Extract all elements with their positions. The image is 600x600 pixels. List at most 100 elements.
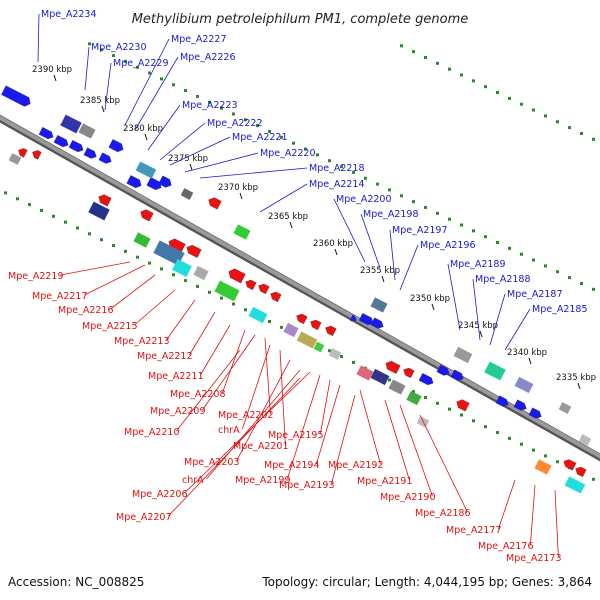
reverse-gene-label: Mpe_A2191 <box>357 476 413 487</box>
reverse-leader-line <box>206 369 301 480</box>
reverse-gene-label: Mpe_A2195 <box>268 430 324 441</box>
gene-arrow <box>53 135 69 148</box>
track-dot <box>112 54 115 58</box>
forward-gene-label: Mpe_A2187 <box>507 289 563 300</box>
track-dot <box>424 205 427 209</box>
gene-arrow <box>158 175 172 188</box>
track-dot <box>544 264 547 268</box>
gene-block <box>534 459 552 475</box>
reverse-leader-line <box>316 384 341 465</box>
track-dot <box>4 191 7 195</box>
track-dot <box>352 170 355 174</box>
track-dot <box>388 188 391 192</box>
forward-gene-label: Mpe_A2197 <box>392 225 448 236</box>
tick-mark <box>479 330 483 338</box>
gene-block <box>313 341 325 353</box>
gene-block <box>328 348 342 360</box>
track-dot <box>280 325 283 329</box>
gene-arrow <box>270 291 282 303</box>
reverse-gene-label: Mpe_A2215 <box>82 321 138 332</box>
track-dot <box>364 176 367 180</box>
track-dot <box>136 255 139 259</box>
gene-arrow <box>83 147 97 159</box>
reverse-leader-line <box>202 334 256 411</box>
track-dot <box>412 200 415 204</box>
gene-arrow <box>495 395 509 407</box>
feature-track-dots <box>4 42 595 481</box>
tick-mark <box>334 248 338 256</box>
gene-arrow <box>325 325 337 337</box>
tick-mark <box>189 163 193 171</box>
reverse-gene-label: chrA <box>182 475 204 486</box>
track-dot <box>388 378 391 382</box>
track-dot <box>304 147 307 151</box>
reverse-gene-label: Mpe_A2213 <box>114 336 170 347</box>
track-dot <box>496 241 499 245</box>
tick-mark <box>528 357 532 365</box>
track-dot <box>100 238 103 242</box>
reverse-leader-line <box>554 489 559 558</box>
track-dot <box>328 159 331 163</box>
track-dot <box>400 44 403 48</box>
forward-leader-line <box>124 38 170 126</box>
forward-leader-line <box>389 229 396 281</box>
track-dot <box>460 413 463 417</box>
reverse-leader-line <box>176 349 241 432</box>
forward-leader-line <box>134 56 179 131</box>
reverse-leader-line <box>399 404 433 497</box>
track-dot <box>592 477 595 481</box>
tick-label: 2360 kbp <box>313 239 353 249</box>
forward-gene-label: Mpe_A2218 <box>309 163 365 174</box>
reverse-leader-line <box>200 324 231 376</box>
gene-block <box>578 434 592 446</box>
gene-block <box>296 331 318 349</box>
reverse-gene-label: Mpe_A2203 <box>184 457 240 468</box>
track-dot <box>472 419 475 423</box>
gene-arrow <box>228 268 246 284</box>
track-dot <box>16 197 19 201</box>
reverse-gene-label: Mpe_A2199 <box>235 475 291 486</box>
gene-arrow <box>98 152 112 164</box>
gene-arrow <box>513 399 527 411</box>
gene-block <box>370 368 390 386</box>
track-dot <box>520 442 523 446</box>
track-dot <box>124 249 127 253</box>
track-dot <box>436 211 439 215</box>
forward-gene-label: Mpe_A2222 <box>207 118 263 129</box>
genome-backbone <box>0 114 600 462</box>
forward-leader-line <box>84 46 90 91</box>
gene-block <box>193 265 209 281</box>
gene-arrow <box>68 140 84 153</box>
tick-mark <box>239 192 243 200</box>
gene-block <box>78 123 96 139</box>
track-dot <box>268 319 271 323</box>
gene-arrow <box>296 313 308 325</box>
track-dot <box>520 252 523 256</box>
tick-label: 2375 kbp <box>168 154 208 164</box>
reverse-gene-label: Mpe_A2209 <box>150 406 206 417</box>
track-dot <box>196 284 199 288</box>
forward-leader-line <box>472 278 481 341</box>
track-dot <box>556 460 559 464</box>
track-dot <box>472 229 475 233</box>
gene-block <box>248 306 268 324</box>
reverse-gene-label: Mpe_A2186 <box>415 508 471 519</box>
reverse-gene-labels: Mpe_A2219Mpe_A2217Mpe_A2216Mpe_A2215Mpe_… <box>8 261 562 564</box>
forward-gene-label: Mpe_A2214 <box>309 179 365 190</box>
forward-leader-line <box>360 213 381 269</box>
track-dot <box>448 407 451 411</box>
gene-block <box>214 280 240 302</box>
gene-block <box>135 161 157 179</box>
reverse-leader-line <box>189 311 216 356</box>
reverse-gene-label: Mpe_A2176 <box>478 541 534 552</box>
tick-mark <box>53 74 57 82</box>
gene-arrow <box>18 148 28 158</box>
track-dot <box>532 108 535 112</box>
reverse-leader-line <box>287 374 321 480</box>
forward-leader-line <box>199 167 308 179</box>
gene-arrow <box>418 373 434 386</box>
track-dot <box>160 77 163 81</box>
forward-leader-line <box>259 183 308 213</box>
forward-leader-line <box>37 13 40 63</box>
